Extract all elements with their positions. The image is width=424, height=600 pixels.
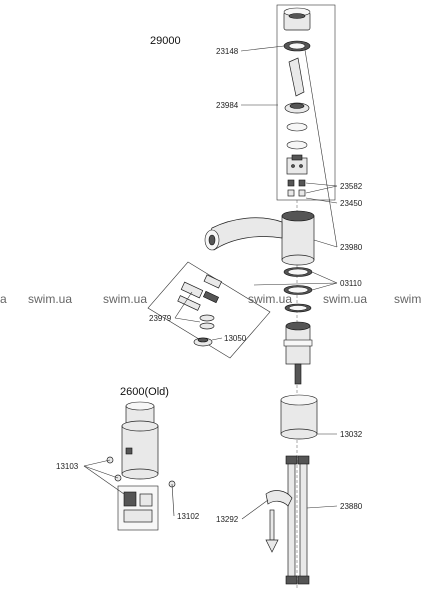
spout-hose-parts xyxy=(177,274,222,347)
lever-stem xyxy=(288,57,305,97)
part-label-13103: 13103 xyxy=(56,462,79,471)
retaining-ring xyxy=(283,40,311,52)
leader-23980-b xyxy=(304,49,338,248)
watermark-text: swim.ua xyxy=(103,292,147,306)
leader-13103-c xyxy=(83,465,125,495)
leader-23148 xyxy=(240,45,285,52)
part-label-03110: 03110 xyxy=(340,279,362,288)
top-cap xyxy=(283,7,311,31)
part-label-23880: 23880 xyxy=(340,502,363,511)
leader-13050 xyxy=(211,337,223,341)
spout-detail-frame xyxy=(147,261,271,359)
leader-13103-b xyxy=(83,465,119,479)
leader-23582 xyxy=(305,182,338,187)
part-label-13050: 13050 xyxy=(224,334,247,343)
washer xyxy=(286,140,308,150)
cartridge-housing xyxy=(283,321,313,385)
valve-nuts xyxy=(287,179,306,197)
part-label-23148: 23148 xyxy=(216,47,239,56)
leader-23979-b xyxy=(174,317,201,323)
leader-23980 xyxy=(313,239,338,248)
leader-03110-b xyxy=(311,282,338,291)
supply-hoses xyxy=(285,455,310,585)
o-ring-inner xyxy=(287,268,309,276)
mounting-bracket xyxy=(265,490,293,553)
leader-03110-a xyxy=(311,271,338,284)
leader-23880 xyxy=(306,505,338,509)
old-mixer-body xyxy=(121,401,159,480)
leader-23582-b xyxy=(305,185,338,194)
leader-13103-a xyxy=(83,459,111,467)
bearing-ring xyxy=(284,102,310,114)
mixer-body xyxy=(281,210,315,266)
leader-03110-c xyxy=(253,282,338,286)
part-label-23979: 23979 xyxy=(149,314,172,323)
leader-13292 xyxy=(241,499,269,520)
o-ring-inner xyxy=(288,305,308,311)
base-sleeve xyxy=(280,394,318,440)
watermark-text: swim xyxy=(394,292,421,306)
pull-out-spout xyxy=(204,217,283,251)
cartridge-assembly-frame xyxy=(276,4,336,201)
part-label-23450: 23450 xyxy=(340,199,363,208)
washer xyxy=(286,122,308,132)
valve-body xyxy=(286,154,308,175)
model-number-2600-old: 2600(Old) xyxy=(120,386,169,398)
watermark-text: swim.ua xyxy=(28,292,72,306)
leader-13102 xyxy=(171,483,175,517)
o-ring-inner xyxy=(287,286,309,294)
part-label-13292: 13292 xyxy=(216,515,239,524)
part-label-13032: 13032 xyxy=(340,430,363,439)
part-label-13102: 13102 xyxy=(177,512,200,521)
watermark-text: swim.ua xyxy=(248,292,292,306)
leader-23979-a xyxy=(174,291,193,319)
part-label-23984: 23984 xyxy=(216,101,239,110)
watermark-text: a xyxy=(0,292,7,306)
part-label-23980: 23980 xyxy=(340,243,363,252)
model-number-29000: 29000 xyxy=(150,35,181,47)
part-label-23582: 23582 xyxy=(340,182,363,191)
leader-23450 xyxy=(305,197,338,204)
watermark-text: swim.ua xyxy=(323,292,367,306)
